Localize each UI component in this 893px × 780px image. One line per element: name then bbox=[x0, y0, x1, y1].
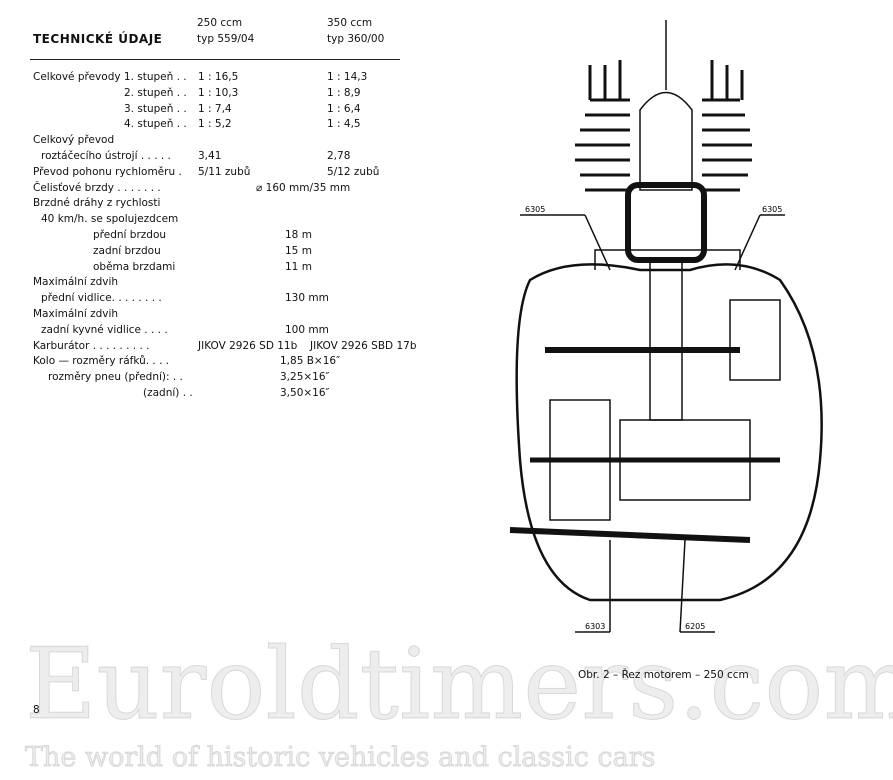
spec-value-250: 1 : 16,5 bbox=[198, 71, 239, 83]
spec-value-250: 3,41 bbox=[198, 150, 222, 162]
spec-label: Celkové převody 1. stupeň . . bbox=[33, 71, 187, 83]
spec-label: Čelisťové brzdy . . . . . . . bbox=[33, 181, 161, 194]
spec-value-250: JIKOV 2926 SD 11b bbox=[198, 339, 298, 352]
watermark-tagline: The world of historic vehicles and class… bbox=[24, 742, 656, 774]
spec-label: 4. stupeň . . bbox=[124, 118, 187, 131]
col2-header-type: typ 360/00 bbox=[327, 33, 385, 45]
part-label: 6305 bbox=[525, 205, 545, 214]
spec-label: 2. stupeň . . bbox=[124, 86, 187, 99]
engine-cross-section-drawing: 6305 6305 6303 6205 bbox=[509, 20, 823, 633]
spec-value-350: 1 : 6,4 bbox=[327, 102, 361, 115]
spec-label: přední brzdou bbox=[93, 229, 167, 241]
spec-value-250: 5/11 zubů bbox=[198, 165, 251, 178]
spec-value-350: 1 : 4,5 bbox=[327, 118, 361, 131]
spec-label: zadní kyvné vidlice . . . . bbox=[41, 323, 168, 336]
spec-value-250: 1 : 5,2 bbox=[198, 118, 232, 131]
spec-value-common: 130 mm bbox=[285, 292, 329, 305]
spec-value-common: 15 m bbox=[285, 244, 312, 257]
spec-value-350: JIKOV 2926 SBD 17b bbox=[310, 339, 417, 352]
part-label: 6303 bbox=[585, 622, 605, 631]
spec-label: (zadní) . . bbox=[143, 387, 193, 399]
section-title: TECHNICKÉ ÚDAJE bbox=[33, 32, 163, 46]
spec-label: Kolo — rozměry ráfků. . . . bbox=[33, 355, 170, 368]
spec-label: Brzdné dráhy z rychlosti bbox=[33, 197, 161, 210]
spec-label: 3. stupeň . . bbox=[124, 102, 187, 115]
page-number: 8 bbox=[33, 704, 40, 716]
spec-label: zadní brzdou bbox=[93, 244, 161, 257]
spec-value-common: 11 m bbox=[285, 260, 312, 273]
spec-value-350: 1 : 14,3 bbox=[327, 71, 368, 83]
spec-value-350: 5/12 zubů bbox=[327, 165, 380, 178]
col1-header-type: typ 559/04 bbox=[197, 33, 255, 45]
spec-value-common: 18 m bbox=[285, 229, 312, 241]
col2-header-ccm: 350 ccm bbox=[327, 17, 373, 29]
part-label: 6205 bbox=[685, 622, 705, 631]
spec-value-350: 2,78 bbox=[327, 150, 351, 162]
spec-value-common: 3,25×16″ bbox=[280, 371, 330, 384]
spec-value-common: 1,85 B×16″ bbox=[280, 355, 341, 368]
spec-label: oběma brzdami bbox=[93, 260, 176, 273]
spec-label: Maximální zdvih bbox=[33, 276, 119, 289]
figure-caption: Obr. 2 – Řez motorem – 250 ccm bbox=[578, 669, 749, 681]
col1-header-ccm: 250 ccm bbox=[197, 17, 243, 29]
spec-label: Maximální zdvih bbox=[33, 308, 119, 320]
spec-label: Převod pohonu rychloměru . bbox=[33, 165, 182, 178]
spec-value-common: ⌀ 160 mm/35 mm bbox=[256, 181, 351, 194]
spec-label: roztáčecího ústrojí . . . . . bbox=[41, 150, 171, 162]
spec-value-common: 3,50×16″ bbox=[280, 387, 330, 399]
spec-label: Karburátor . . . . . . . . . bbox=[33, 339, 150, 352]
watermark-logo: Euroldtimers.com bbox=[24, 628, 893, 743]
spec-value-250: 1 : 10,3 bbox=[198, 86, 239, 99]
spec-value-250: 1 : 7,4 bbox=[198, 102, 232, 115]
spec-value-common: 100 mm bbox=[285, 323, 329, 336]
spec-label: rozměry pneu (přední): . . bbox=[48, 371, 183, 384]
spec-label: Celkový převod bbox=[33, 134, 115, 147]
part-label: 6305 bbox=[762, 205, 782, 214]
header-divider bbox=[30, 59, 400, 60]
spec-label: přední vidlice. . . . . . . . bbox=[41, 292, 162, 305]
spec-value-350: 1 : 8,9 bbox=[327, 86, 361, 99]
spec-label: 40 km/h. se spolujezdcem bbox=[41, 213, 179, 226]
